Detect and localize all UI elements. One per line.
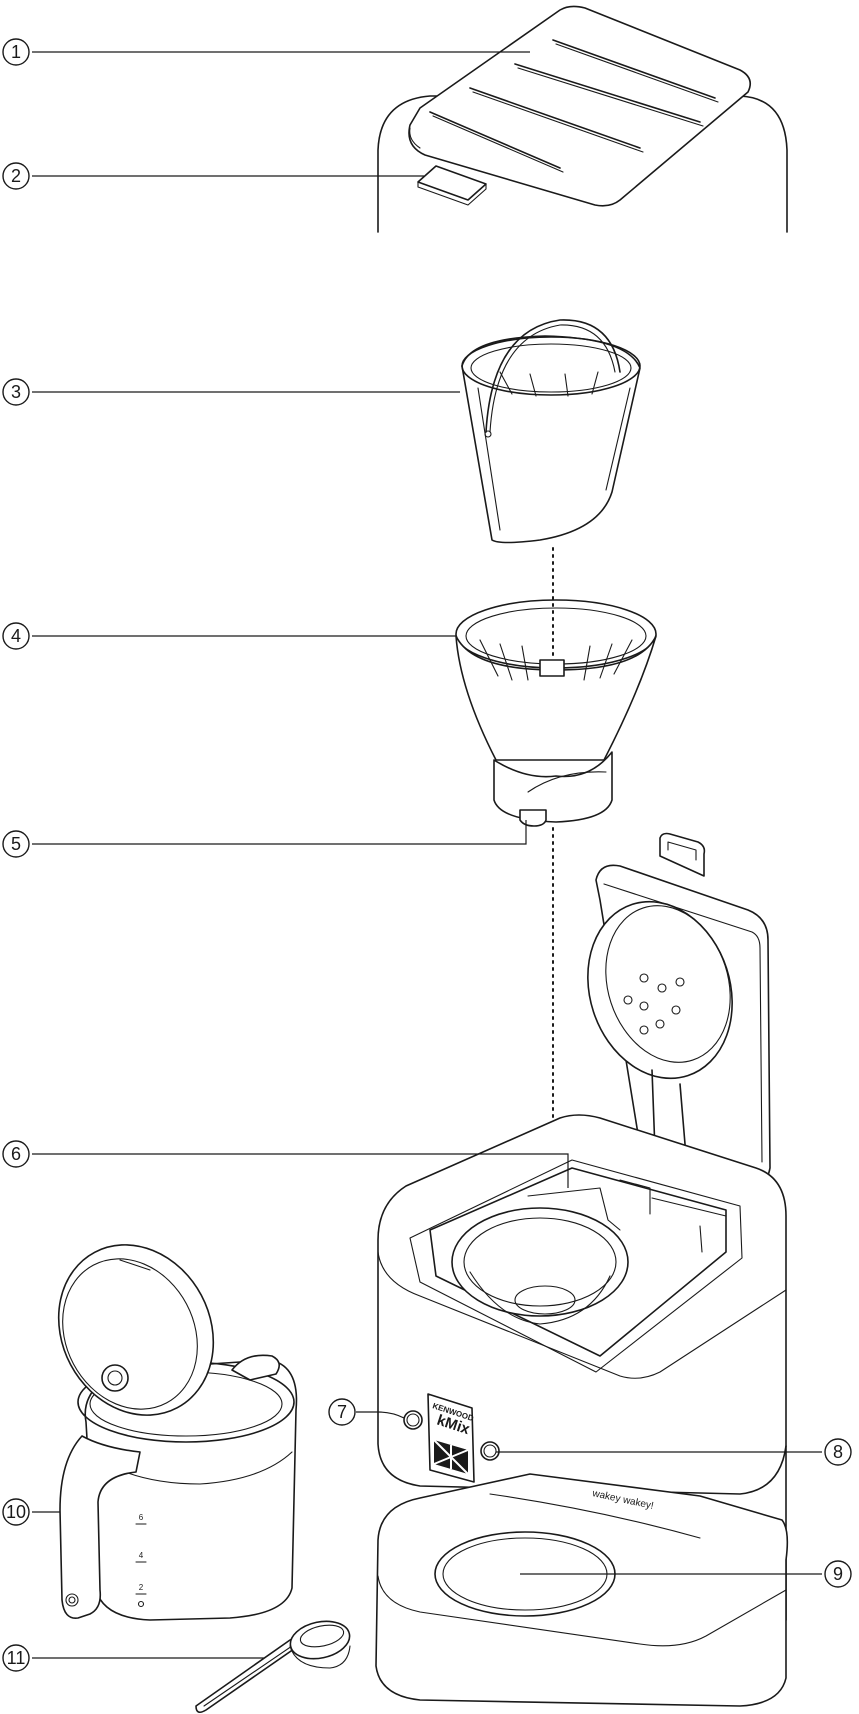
callout-7: 7 [329, 1399, 355, 1425]
callout-5-label: 5 [11, 834, 21, 854]
power-button[interactable] [404, 1411, 422, 1429]
callout-2: 2 [3, 163, 29, 189]
carafe: 6 4 2 [29, 1218, 296, 1620]
brand-badge: KENWOOD kMix [428, 1394, 475, 1482]
callout-8-label: 8 [833, 1442, 843, 1462]
drip-valve [520, 810, 546, 826]
callout-9-label: 9 [833, 1564, 843, 1584]
measuring-scoop [196, 1616, 353, 1712]
callout-9: 9 [825, 1561, 851, 1587]
carafe-mark-2: 2 [139, 1583, 144, 1592]
callout-3: 3 [3, 379, 29, 405]
callout-8: 8 [825, 1439, 851, 1465]
callout-5: 5 [3, 831, 29, 857]
hinge-tab [418, 166, 486, 200]
callout-4-label: 4 [11, 626, 21, 646]
callout-3-label: 3 [11, 382, 21, 402]
callout-10: 10 [3, 1499, 29, 1525]
callout-6: 6 [3, 1141, 29, 1167]
warming-base: wakey wakey! [376, 1474, 787, 1706]
callout-6-label: 6 [11, 1144, 21, 1164]
filter-basket [462, 320, 640, 543]
callout-1-label: 1 [11, 42, 21, 62]
callout-10-label: 10 [6, 1502, 26, 1522]
callout-11: 11 [3, 1645, 29, 1671]
callout-4: 4 [3, 623, 29, 649]
carafe-mark-4: 4 [139, 1551, 144, 1560]
top-lid [378, 6, 787, 232]
filter-holder [456, 600, 656, 826]
carafe-mark-6: 6 [139, 1513, 144, 1522]
callout-7-label: 7 [337, 1402, 347, 1422]
keep-warm-button[interactable] [481, 1442, 499, 1460]
callout-1: 1 [3, 39, 29, 65]
callout-2-label: 2 [11, 166, 21, 186]
callout-11-label: 11 [7, 1648, 26, 1668]
